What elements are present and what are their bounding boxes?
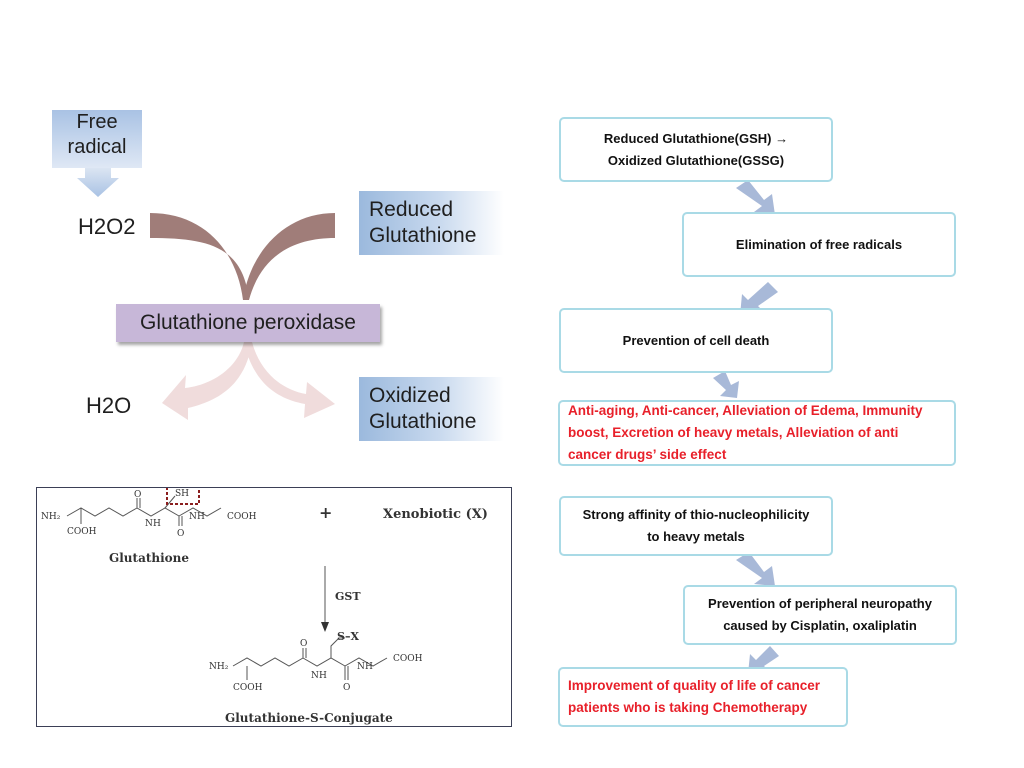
flow-arrow-3 [713, 371, 739, 398]
flow-box-elimination: Elimination of free radicals [682, 212, 956, 277]
top-o-label-1: O [134, 490, 141, 500]
flow-box-gsh-line1: Reduced Glutathione(GSH) → [603, 130, 789, 146]
bottom-o-label-2: O [343, 683, 350, 693]
flow-box-benefits-line3: cancer drugs’ side effect [568, 447, 727, 462]
bottom-nh-label-1: N [311, 671, 319, 681]
flow-box-affinity-line1: Strong affinity of thio-nucleophilicity [582, 507, 810, 522]
top-cooh-tail-label: COOH [227, 512, 257, 522]
conjugate-name: Glutathione-S-Conjugate [225, 711, 393, 725]
free-radical-box: Free radical [52, 110, 142, 168]
oxidized-glutathione-box: Oxidized Glutathione [359, 377, 504, 441]
h2o2-label: H2O2 [78, 214, 136, 239]
s-x-label: S–X [337, 630, 359, 643]
flow-box-neuropathy-line2: caused by Cisplatin, oxaliplatin [723, 618, 917, 633]
top-nh-label-2: N [189, 512, 197, 522]
oxidized-glutathione-line1: Oxidized [369, 384, 451, 407]
top-h-label-2: H [197, 512, 205, 522]
flow-box-elimination-text: Elimination of free radicals [735, 236, 903, 252]
h2o2-arc [150, 213, 249, 300]
flow-box-affinity-line2: to heavy metals [647, 529, 745, 544]
glutathione-name: Glutathione [109, 551, 189, 565]
reduced-glutathione-box: Reduced Glutathione [359, 191, 504, 255]
reduced-glutathione-line1: Reduced [369, 198, 454, 221]
free-radical-label-line2: radical [67, 136, 127, 158]
flow-box-neuropathy-line1: Prevention of peripheral neuropathy [708, 596, 932, 611]
bottom-nh2-label: NH₂ [209, 662, 229, 672]
bottom-nh-label-2: N [357, 662, 365, 672]
flow-box-cell-death-text: Prevention of cell death [622, 332, 770, 348]
flow-box-benefits-line1: Anti-aging, Anti-cancer, Alleviation of … [568, 403, 923, 418]
top-cooh-label: COOH [67, 527, 97, 537]
glutathione-conjugation-figure: NH₂ COOH O N H SH O N H COOH NH₂ COOH O … [36, 487, 512, 727]
flow-box-quality-of-life: Improvement of quality of life of cancer… [558, 667, 848, 727]
reduced-glutathione-line2: Glutathione [369, 224, 477, 247]
flow-box-benefits-line2: boost, Excretion of heavy metals, Allevi… [568, 425, 899, 440]
oxidized-glutathione-arrow [244, 342, 335, 418]
bottom-h-label-2: H [365, 662, 373, 672]
h2o-arrow [162, 342, 252, 420]
free-radical-label-line1: Free [76, 111, 118, 133]
flow-arrow-1 [736, 180, 775, 215]
flow-box-gsh-line2: Oxidized Glutathione(GSSG) [607, 152, 785, 168]
top-o-label-2: O [177, 529, 184, 539]
bottom-o-label-1: O [300, 639, 307, 649]
flow-box-quality-line1: Improvement of quality of life of cancer [568, 678, 821, 693]
gst-label: GST [335, 590, 361, 603]
top-nh-label-1: N [145, 519, 153, 529]
flow-arrow-4 [736, 552, 775, 586]
h2o-label: H2O [86, 393, 132, 418]
top-h-label-1: H [153, 519, 161, 529]
gst-arrow-head [321, 622, 329, 632]
top-sh-label: SH [175, 489, 189, 499]
bottom-h-label-1: H [319, 671, 327, 681]
chemical-structures: NH₂ COOH O N H SH O N H COOH NH₂ COOH O … [41, 488, 488, 725]
flow-box-affinity: Strong affinity of thio-nucleophilicity … [559, 496, 833, 556]
glutathione-peroxidase-box: Glutathione peroxidase [116, 304, 380, 342]
bottom-cooh-label: COOH [233, 683, 263, 693]
flow-arrow-2 [740, 282, 778, 316]
plus-sign: + [319, 503, 332, 522]
flow-box-quality-line2: patients who is taking Chemotherapy [568, 700, 808, 715]
oxidized-glutathione-line2: Glutathione [369, 410, 477, 433]
bottom-cooh-tail-label: COOH [393, 654, 423, 664]
flow-box-neuropathy: Prevention of peripheral neuropathy caus… [683, 585, 957, 645]
top-nh2-label: NH₂ [41, 512, 61, 522]
free-radical-down-arrow [77, 168, 119, 197]
sh-highlight-box [166, 488, 200, 505]
reduced-glutathione-arc [243, 213, 335, 300]
flow-box-gsh-to-gssg: Reduced Glutathione(GSH) → Oxidized Glut… [559, 117, 833, 182]
xenobiotic-label: Xenobiotic (X) [383, 507, 488, 522]
flow-box-benefits: Anti-aging, Anti-cancer, Alleviation of … [558, 400, 956, 466]
flow-box-cell-death: Prevention of cell death [559, 308, 833, 373]
